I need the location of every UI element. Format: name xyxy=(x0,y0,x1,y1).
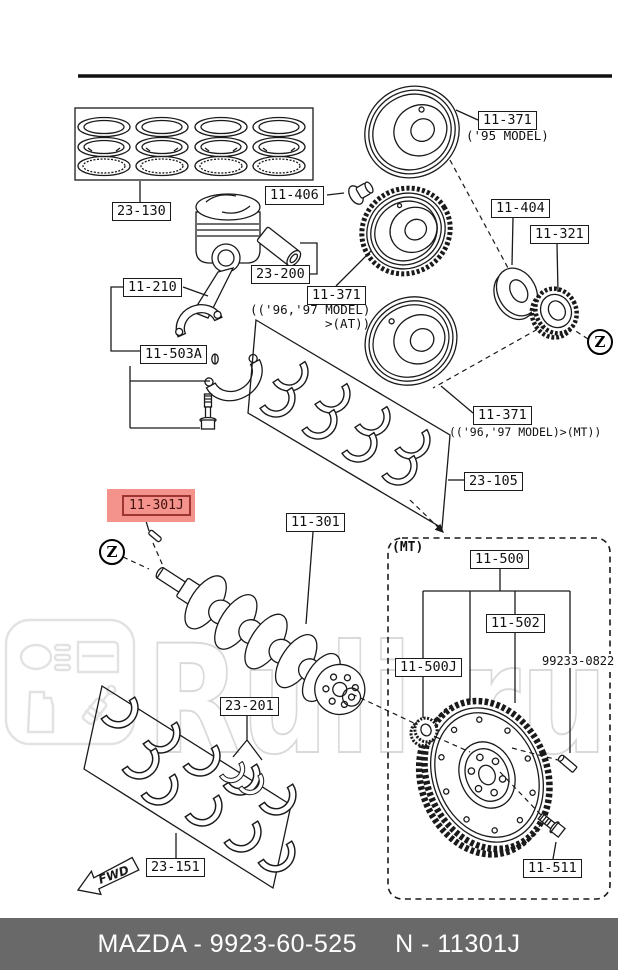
mt-group-box xyxy=(387,537,611,900)
piston-rings-box xyxy=(74,107,314,202)
view-z-marker-right: Z xyxy=(587,329,613,355)
pilot-bearing-part xyxy=(409,716,439,748)
note-model-at: >(AT)) xyxy=(325,316,371,331)
footer-ref: N - 11301J xyxy=(395,929,521,958)
fwd-label: FWD xyxy=(97,863,131,887)
dashed-lines xyxy=(122,159,589,817)
woodruff-key xyxy=(148,529,162,543)
washer-11-404 xyxy=(493,267,539,321)
label-rod-bearing[interactable]: 11-503A xyxy=(140,345,207,364)
label-thrust-bearing[interactable]: 23-201 xyxy=(220,697,279,716)
pulley-timing xyxy=(359,185,453,277)
label-pulley-at[interactable]: 11-371 xyxy=(307,286,366,305)
view-z-marker-left: Z xyxy=(99,539,125,565)
main-bearing-upper-box xyxy=(247,318,451,530)
note-transmission-mt: (MT) xyxy=(392,540,424,555)
label-pin-bolt[interactable]: 11-406 xyxy=(265,186,324,205)
note-model-95: ('95 MODEL) xyxy=(466,128,549,143)
note-model-9697: (('96,'97 MODEL) xyxy=(250,302,371,317)
label-flywheel[interactable]: 11-500 xyxy=(470,550,529,569)
footer-bar: MAZDA - 9923-60-525 N - 11301J xyxy=(0,918,618,970)
label-main-bearing-lower[interactable]: 23-151 xyxy=(146,858,205,877)
flywheel-bolt-part xyxy=(537,812,566,839)
label-pulley-mt[interactable]: 11-371 xyxy=(473,406,532,425)
lower-bearing-box xyxy=(83,684,305,890)
label-main-bearing-set[interactable]: 23-105 xyxy=(464,472,523,491)
piston xyxy=(195,193,261,273)
label-crank-key[interactable]: 11-301J xyxy=(122,495,191,516)
assembly-arrowhead xyxy=(434,523,444,533)
label-dowel-pin[interactable]: 99233-0822 xyxy=(540,654,617,668)
rod-bearing-clip xyxy=(211,353,219,365)
footer-brand-part: MAZDA - 9923-60-525 xyxy=(97,929,358,958)
label-piston-pin[interactable]: 23-200 xyxy=(251,265,310,284)
flywheel-drawing xyxy=(415,697,553,858)
dowel-pin-part xyxy=(557,754,578,773)
leader-lines xyxy=(110,109,559,860)
highlighted-part[interactable]: 11-301J xyxy=(107,489,195,522)
label-washer[interactable]: 11-404 xyxy=(491,199,550,218)
label-piston-rings[interactable]: 23-130 xyxy=(112,202,171,221)
watermark-logo xyxy=(4,618,136,746)
label-gear[interactable]: 11-321 xyxy=(530,225,589,244)
fwd-arrow: FWD xyxy=(76,856,140,896)
note-model-mt: (('96,'97 MODEL)>(MT)) xyxy=(449,425,602,439)
rod-bolt xyxy=(199,393,217,430)
crankshaft-drawing xyxy=(155,566,366,716)
label-pilot-bearing[interactable]: 11-500J xyxy=(395,658,462,677)
piston-pin xyxy=(256,226,302,267)
label-pulley-95[interactable]: 11-371 xyxy=(478,111,537,130)
gear-11-321 xyxy=(529,286,579,340)
pulley-at xyxy=(364,296,458,386)
label-ring-gear[interactable]: 11-502 xyxy=(486,614,545,633)
pin-bolt xyxy=(348,181,374,205)
label-connecting-rod[interactable]: 11-210 xyxy=(123,278,182,297)
pulley-95 xyxy=(364,85,460,179)
label-flywheel-bolt[interactable]: 11-511 xyxy=(523,859,582,878)
connecting-rod xyxy=(175,267,235,338)
label-crankshaft[interactable]: 11-301 xyxy=(286,513,345,532)
rod-cap xyxy=(204,353,263,402)
